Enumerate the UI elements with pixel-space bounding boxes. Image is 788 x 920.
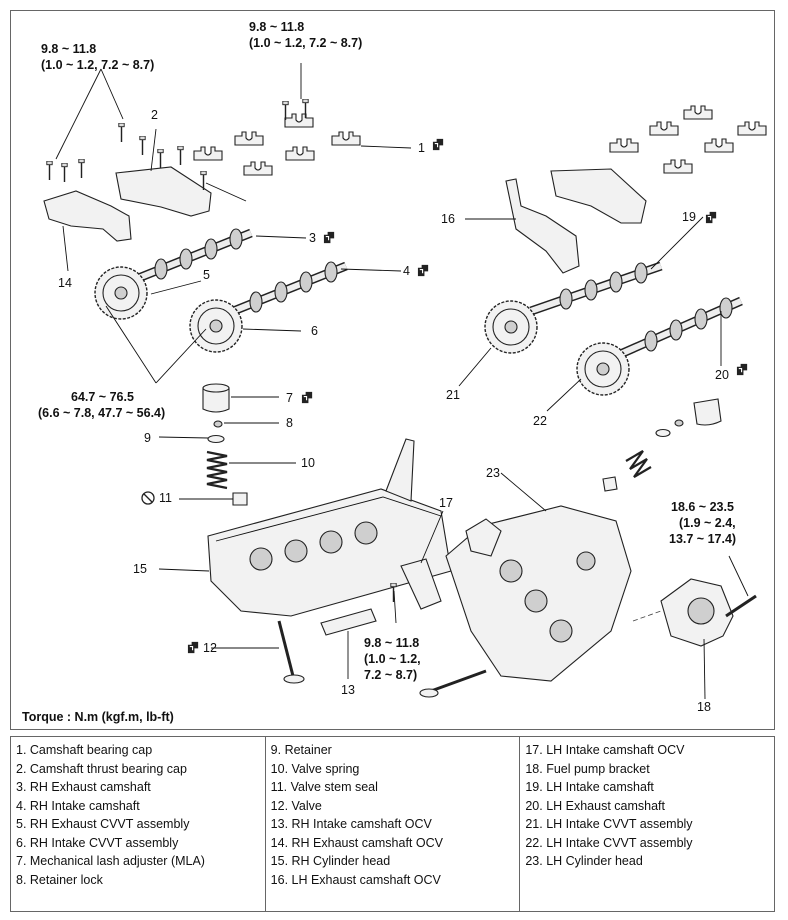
legend-item: 7. Mechanical lash adjuster (MLA) — [16, 854, 205, 868]
legend-item: 5. RH Exhaust CVVT assembly — [16, 817, 190, 831]
callout-1: 1 — [418, 141, 425, 155]
legend-column-3: 17. LH Intake camshaft OCV 18. Fuel pump… — [520, 737, 774, 911]
callout-11: 11 — [159, 491, 172, 505]
legend-item: 14. RH Exhaust camshaft OCV — [270, 835, 443, 850]
callout-9: 9 — [144, 431, 151, 445]
lh-intake-camshaft — [529, 261, 663, 316]
torque-pump-1: 18.6 ~ 23.5 — [671, 500, 734, 514]
legend-item: 22. LH Intake CVVT assembly — [525, 835, 693, 850]
rh-intake-camshaft — [219, 261, 348, 321]
legend-item: 20. LH Exhaust camshaft — [525, 798, 665, 813]
legend-item: 6. RH Intake CVVT assembly — [16, 835, 179, 850]
callout-17: 17 — [439, 496, 453, 510]
torque-cvvt-2: (6.6 ~ 7.8, 47.7 ~ 56.4) — [38, 406, 165, 420]
torque-ocv-2: (1.0 ~ 1.2, — [364, 652, 421, 666]
legend-item: 1. Camshaft bearing cap — [16, 743, 153, 757]
legend-item: 12. Valve — [270, 798, 322, 813]
legend-item: 9. Retainer — [270, 743, 332, 757]
torque-top-center-1: 9.8 ~ 11.8 — [249, 20, 304, 34]
legend-item: 11. Valve stem seal — [270, 780, 378, 794]
rh-cylinder-head — [207, 438, 452, 617]
callout-4: 4 — [403, 264, 410, 278]
callout-12: 12 — [203, 641, 217, 655]
callout-16: 16 — [441, 212, 455, 226]
legend-item: 4. RH Intake camshaft — [16, 798, 140, 813]
torque-pump-2: (1.9 ~ 2.4, — [679, 516, 736, 530]
callout-19: 19 — [682, 210, 696, 224]
torque-cvvt-1: 64.7 ~ 76.5 — [71, 390, 134, 404]
callout-2: 2 — [151, 108, 158, 122]
legend-item: 8. Retainer lock — [16, 872, 103, 887]
lh-valve — [419, 669, 487, 698]
lh-intake-cvvt-2 — [576, 342, 630, 396]
torque-unit-note: Torque : N.m (kgf.m, lb-ft) — [22, 710, 174, 724]
torque-top-left-2: (1.0 ~ 1.2, 7.2 ~ 8.7) — [41, 58, 154, 72]
legend-item: 17. LH Intake camshaft OCV — [525, 743, 685, 757]
leader-lines — [55, 63, 749, 700]
rh-valve — [277, 620, 305, 684]
legend-item: 21. LH Intake CVVT assembly — [525, 817, 693, 831]
callout-8: 8 — [286, 416, 293, 430]
legend-item: 16. LH Exhaust camshaft OCV — [270, 872, 441, 887]
rh-intake-ocv — [320, 583, 397, 636]
callout-3: 3 — [309, 231, 316, 245]
lh-intake-cvvt-1 — [484, 300, 538, 354]
rh-exhaust-ocv — [43, 190, 132, 242]
legend-item: 10. Valve spring — [270, 761, 360, 776]
thrust-bearing-cap-rh — [115, 166, 212, 217]
callout-5: 5 — [203, 268, 210, 282]
legend-item: 23. LH Cylinder head — [525, 854, 643, 868]
callout-18: 18 — [697, 700, 711, 714]
callout-20: 20 — [715, 368, 729, 382]
lh-valve-train — [602, 398, 722, 492]
rh-bearing-caps — [193, 99, 361, 176]
rh-exhaust-camshaft — [129, 228, 253, 286]
callout-21: 21 — [446, 388, 460, 402]
exploded-diagram: 9.8 ~ 11.8 (1.0 ~ 1.2, 7.2 ~ 8.7) 9.8 ~ … — [10, 10, 775, 730]
torque-ocv-1: 9.8 ~ 11.8 — [364, 636, 419, 650]
callout-23: 23 — [486, 466, 500, 480]
legend-column-2: 9. Retainer 10. Valve spring 11. Valve s… — [266, 737, 521, 911]
legend-item: 15. RH Cylinder head — [270, 854, 391, 868]
parts-legend: 1. Camshaft bearing cap 2. Camshaft thru… — [10, 736, 775, 912]
lh-exhaust-camshaft — [614, 296, 743, 361]
lh-exhaust-ocv — [505, 178, 580, 274]
rh-intake-cvvt — [189, 299, 243, 353]
diagram-canvas: 9.8 ~ 11.8 (1.0 ~ 1.2, 7.2 ~ 8.7) 9.8 ~ … — [22, 20, 767, 724]
lh-intake-ocv — [400, 558, 442, 610]
torque-pump-3: 13.7 ~ 17.4) — [669, 532, 736, 546]
callout-7: 7 — [286, 391, 293, 405]
callout-6: 6 — [311, 324, 318, 338]
legend-item: 18. Fuel pump bracket — [525, 761, 650, 776]
replace-mark-icon — [141, 491, 155, 505]
torque-top-left-1: 9.8 ~ 11.8 — [41, 42, 96, 56]
callout-15: 15 — [133, 562, 147, 576]
legend-item: 2. Camshaft thrust bearing cap — [16, 761, 187, 776]
rh-valve-train — [202, 383, 248, 506]
thrust-bearing-cap-lh — [550, 168, 647, 224]
callout-13: 13 — [341, 683, 355, 697]
legend-item: 19. LH Intake camshaft — [525, 780, 654, 794]
legend-item: 3. RH Exhaust camshaft — [16, 780, 151, 794]
fuel-pump-bracket — [632, 578, 757, 647]
callout-10: 10 — [301, 456, 315, 470]
torque-top-center-2: (1.0 ~ 1.2, 7.2 ~ 8.7) — [249, 36, 362, 50]
legend-item: 13. RH Intake camshaft OCV — [270, 817, 432, 831]
rh-exhaust-cvvt — [94, 266, 148, 320]
lh-cylinder-head — [445, 505, 632, 682]
legend-column-1: 1. Camshaft bearing cap 2. Camshaft thru… — [11, 737, 266, 911]
lh-bearing-caps — [609, 105, 767, 174]
callout-14: 14 — [58, 276, 72, 290]
callout-22: 22 — [533, 414, 547, 428]
torque-ocv-3: 7.2 ~ 8.7) — [364, 668, 417, 682]
